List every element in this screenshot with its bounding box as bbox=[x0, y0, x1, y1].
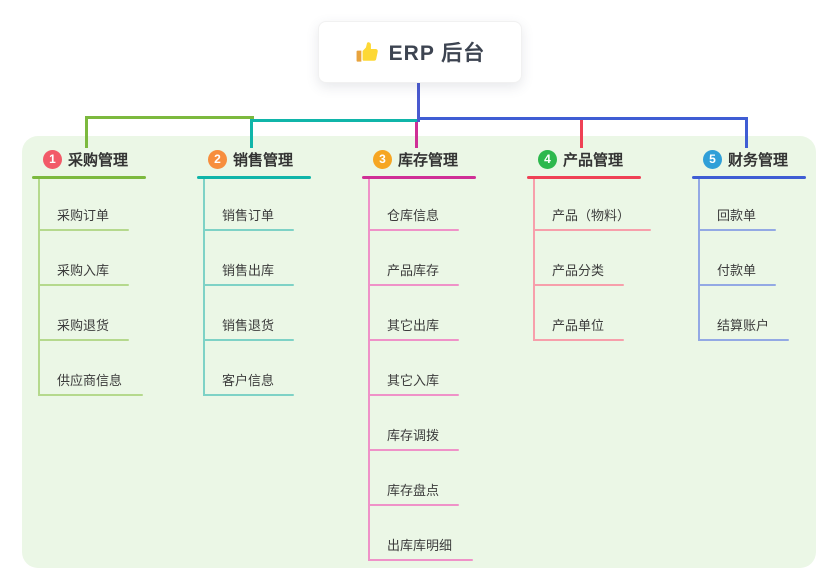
connector-drop-branch-4 bbox=[580, 118, 583, 148]
child-underline bbox=[38, 284, 129, 286]
child-underline bbox=[38, 229, 129, 231]
child-node[interactable]: 产品库存 bbox=[387, 263, 440, 278]
child-node[interactable]: 付款单 bbox=[717, 263, 757, 278]
child-underline bbox=[368, 284, 459, 286]
child-underline bbox=[368, 394, 459, 396]
child-underline bbox=[38, 339, 129, 341]
branch-title: 财务管理 bbox=[728, 152, 789, 169]
connector-drop-branch-5 bbox=[745, 117, 748, 148]
branch-spine bbox=[533, 179, 535, 341]
branch-title: 产品管理 bbox=[563, 152, 624, 169]
child-underline bbox=[368, 229, 459, 231]
child-node[interactable]: 结算账户 bbox=[717, 318, 770, 333]
root-title: ERP 后台 bbox=[388, 42, 486, 65]
child-underline bbox=[533, 284, 624, 286]
child-underline bbox=[533, 229, 651, 231]
child-node[interactable]: 产品分类 bbox=[552, 263, 605, 278]
child-underline bbox=[368, 339, 459, 341]
child-underline bbox=[368, 504, 459, 506]
connector-drop-branch-2 bbox=[250, 119, 253, 148]
thumbs-up-icon bbox=[355, 40, 380, 65]
child-underline bbox=[698, 339, 789, 341]
child-underline bbox=[698, 229, 776, 231]
root-node[interactable]: ERP 后台 bbox=[318, 21, 522, 83]
branch-badge: 4 bbox=[538, 150, 557, 169]
branch-spine bbox=[698, 179, 700, 341]
background-card bbox=[22, 136, 816, 568]
child-node[interactable]: 其它出库 bbox=[387, 318, 440, 333]
child-underline bbox=[203, 284, 294, 286]
branch-underline bbox=[692, 176, 806, 179]
child-underline bbox=[203, 394, 294, 396]
branch-underline bbox=[362, 176, 476, 179]
child-node[interactable]: 库存调拨 bbox=[387, 428, 440, 443]
connector-trunk-mid-teal bbox=[250, 119, 419, 122]
branch-title: 采购管理 bbox=[68, 152, 129, 169]
branch-badge: 1 bbox=[43, 150, 62, 169]
child-underline bbox=[38, 394, 143, 396]
child-node[interactable]: 采购入库 bbox=[57, 263, 110, 278]
child-node[interactable]: 供应商信息 bbox=[57, 373, 123, 388]
connector-trunk-right-blue bbox=[417, 117, 748, 120]
branch-badge: 5 bbox=[703, 150, 722, 169]
child-node[interactable]: 客户信息 bbox=[222, 373, 275, 388]
child-node[interactable]: 产品单位 bbox=[552, 318, 605, 333]
child-node[interactable]: 销售订单 bbox=[222, 208, 275, 223]
branch-badge: 3 bbox=[373, 150, 392, 169]
branch-badge: 2 bbox=[208, 150, 227, 169]
child-underline bbox=[203, 339, 294, 341]
branch-underline bbox=[527, 176, 641, 179]
child-node[interactable]: 其它入库 bbox=[387, 373, 440, 388]
child-underline bbox=[368, 559, 473, 561]
branch-title: 销售管理 bbox=[233, 152, 294, 169]
branch-spine bbox=[38, 179, 40, 396]
branch-spine bbox=[203, 179, 205, 396]
child-node[interactable]: 采购订单 bbox=[57, 208, 110, 223]
child-node[interactable]: 出库库明细 bbox=[387, 538, 453, 553]
branch-title: 库存管理 bbox=[398, 152, 459, 169]
child-node[interactable]: 仓库信息 bbox=[387, 208, 440, 223]
child-node[interactable]: 回款单 bbox=[717, 208, 757, 223]
child-underline bbox=[203, 229, 294, 231]
child-node[interactable]: 采购退货 bbox=[57, 318, 110, 333]
child-node[interactable]: 销售退货 bbox=[222, 318, 275, 333]
child-node[interactable]: 销售出库 bbox=[222, 263, 275, 278]
connector-drop-branch-3 bbox=[415, 120, 418, 148]
child-node[interactable]: 库存盘点 bbox=[387, 483, 440, 498]
child-underline bbox=[368, 449, 459, 451]
child-underline bbox=[698, 284, 776, 286]
connector-root-stem bbox=[417, 83, 420, 122]
connector-drop-branch-1 bbox=[85, 116, 88, 148]
child-node[interactable]: 产品（物料） bbox=[552, 208, 631, 223]
branch-spine bbox=[368, 179, 370, 561]
branch-underline bbox=[197, 176, 311, 179]
branch-underline bbox=[32, 176, 146, 179]
child-underline bbox=[533, 339, 624, 341]
connector-trunk-left-green bbox=[85, 116, 254, 119]
